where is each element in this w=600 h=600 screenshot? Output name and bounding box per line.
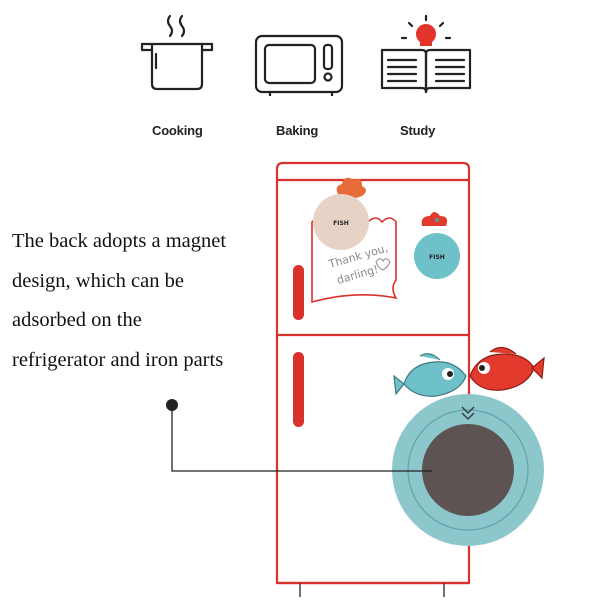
timer-brand-label-2: FISH [429,254,445,261]
magnet-core [422,424,514,516]
study-label: Study [400,123,436,138]
magnet-description: The back adopts a magnet design, which c… [12,222,282,380]
callout-pointer [166,399,432,472]
description-line-1: The back adopts a magnet [12,230,227,252]
timer-brand-label: FISH [333,220,349,227]
description-line-4: refrigerator and iron parts [12,348,224,371]
beige-fish-timer: FISH [313,177,369,250]
arrow-down-icon [461,406,475,420]
baking-icon-block [246,10,356,110]
cooking-pot-icon [140,14,214,91]
timer-inner-rim [407,409,529,531]
lower-door-handle [293,352,304,427]
red-fish-topper [469,346,545,391]
baking-label: Baking [276,123,319,138]
description-line-2: design, which can be [12,269,184,292]
microwave-oven-icon [254,34,344,96]
description-line-3: adsorbed on the [12,309,142,331]
fridge-feet [299,583,445,597]
upper-door-handle [293,265,304,320]
heart-icon [375,258,391,271]
blue-fish-timer: FISH [414,212,460,279]
cooking-label: Cooking [152,123,203,138]
study-icon-block [370,10,480,110]
open-book-lamp-icon [380,14,472,94]
lamp-bulb-icon [416,24,436,46]
refrigerator-outline [275,161,471,585]
cooking-icon-block [122,10,232,110]
blue-fish-topper [393,353,467,397]
